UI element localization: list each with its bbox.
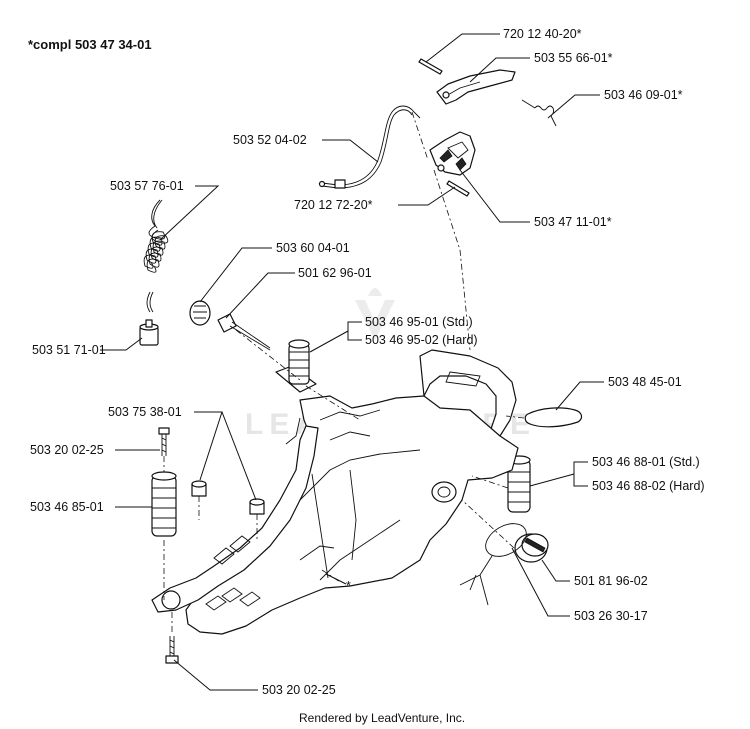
label-503-26-30-17: 503 26 30-17 [574,609,648,623]
label-503-75-38-01: 503 75 38-01 [108,405,182,419]
label-503-46-95-01: 503 46 95-01 (Std.) [365,315,473,329]
leader-lines [100,33,604,691]
throttle-trigger [436,69,516,105]
screw-bottom [165,636,179,664]
asterisk-callout: * [346,579,351,593]
label-501-81-96-02: 501 81 96-02 [574,574,648,588]
assembly-note: *compl 503 47 34-01 [28,37,152,52]
av-buffer-top [275,339,317,393]
assembly-lines [163,111,525,634]
fuel-filter [139,319,159,346]
label-720-12-72-20: 720 12 72-20* [294,198,373,212]
label-720-12-40-20: 720 12 40-20* [503,27,582,41]
label-503-46-88-02: 503 46 88-02 (Hard) [592,479,705,493]
footer-credit: Rendered by LeadVenture, Inc. [299,711,465,725]
pin-lower [446,180,470,197]
label-503-20-02-25-bottom: 503 20 02-25 [262,683,336,697]
label-503-55-66-01: 503 55 66-01* [534,51,613,65]
label-503-51-71-01: 503 51 71-01 [32,343,106,357]
label-503-57-76-01: 503 57 76-01 [110,179,184,193]
breather-valve [217,313,271,351]
label-503-46-95-02: 503 46 95-02 (Hard) [365,333,478,347]
trigger-spring [521,99,557,127]
throttle-lockout [429,131,476,176]
label-503-60-04-01: 503 60 04-01 [276,241,350,255]
plug-right [249,498,265,515]
plug-left [191,480,207,497]
label-501-62-96-01: 501 62 96-01 [298,266,372,280]
label-503-46-88-01: 503 46 88-01 (Std.) [592,455,700,469]
av-spring-left [151,471,177,537]
label-503-20-02-25-top: 503 20 02-25 [30,443,104,457]
fuel-hose [143,199,169,313]
av-spring-right [507,455,531,513]
fuel-cap [514,533,549,563]
label-503-46-09-01: 503 46 09-01* [604,88,683,102]
tank-housing [151,349,519,635]
handle-grip [524,407,583,428]
screw-top-left [158,427,170,456]
label-503-52-04-02: 503 52 04-02 [233,133,307,147]
throttle-cable [318,105,421,189]
label-503-47-11-01: 503 47 11-01* [534,215,612,229]
label-503-48-45-01: 503 48 45-01 [608,375,682,389]
pin-top [418,58,443,75]
filter-pad [189,300,211,326]
cap-retainer [459,523,527,606]
label-503-46-85-01: 503 46 85-01 [30,500,104,514]
part-labels: 720 12 40-20* 503 55 66-01* 503 46 09-01… [30,27,705,697]
